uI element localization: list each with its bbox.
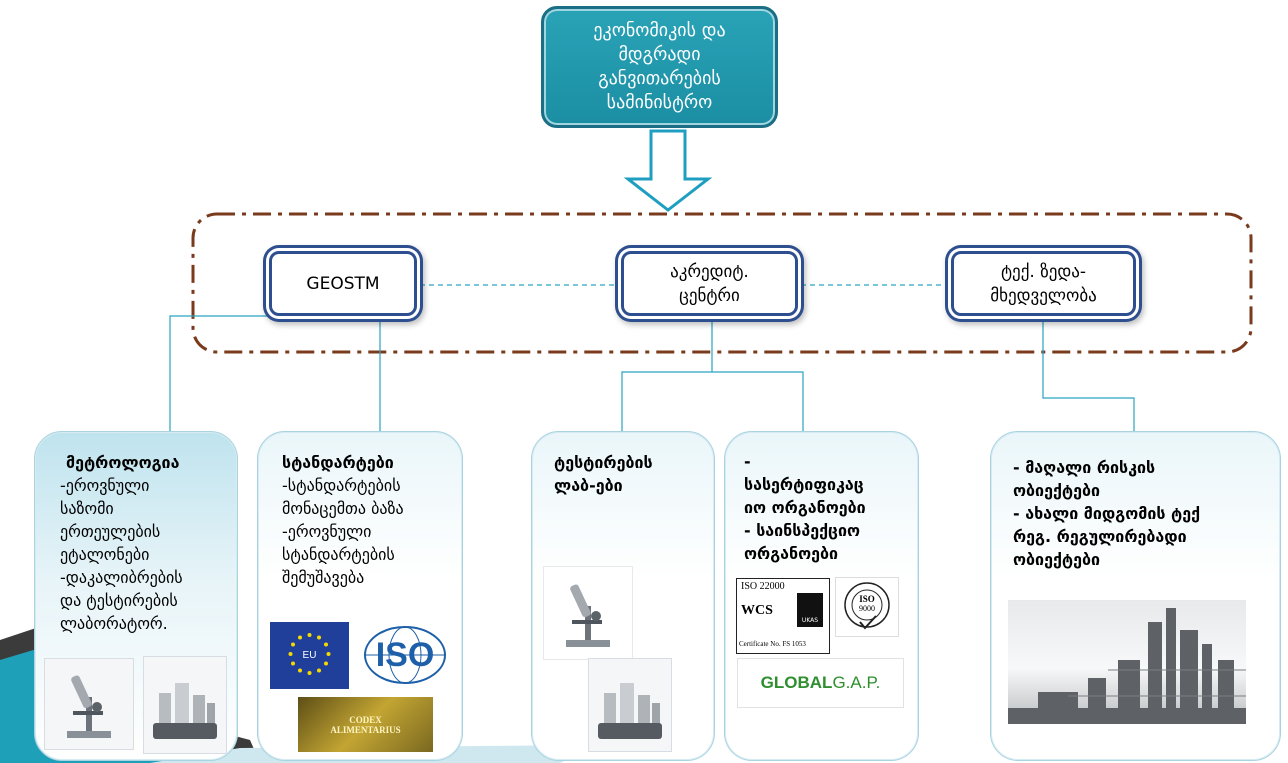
standards-line-3: -ეროვნული <box>282 522 372 541</box>
industrial-plant-image <box>1008 600 1246 724</box>
ministry-line-3: განვითარების <box>598 68 721 89</box>
weights-icon <box>598 683 662 739</box>
cert-line-2: სასერტიფიკაც <box>744 475 864 494</box>
microscope-image <box>44 658 134 750</box>
metrology-line-7: ლაბორატორ. <box>60 614 168 633</box>
metrology-text: მეტროლოგია -ეროვნული საზომი ერთეულების ე… <box>60 451 235 635</box>
standards-line-5: შემუშავება <box>282 568 365 587</box>
accred-line-1: აკრედიტ. <box>670 261 749 282</box>
risk-line-4: რეგ. რეგულირებადი <box>1013 527 1187 546</box>
risk-line-2: ობიექტები <box>1013 481 1100 500</box>
risk-text: - მაღალი რისკის ობიექტები - ახალი მიდგომ… <box>1013 456 1275 571</box>
standards-line-2: მონაცემთა ბაზა <box>282 499 404 518</box>
cert-line-1: - <box>744 452 751 471</box>
iso9000-seal-icon: ISO 9000 <box>844 582 890 630</box>
microscope-icon <box>67 675 111 738</box>
wcs-label: WCS <box>741 603 773 618</box>
metrology-line-5: -დაკალიბრების <box>60 568 183 587</box>
codex-line-1: CODEX <box>349 714 382 725</box>
eu-flag: EU <box>270 622 349 689</box>
tech-supervision-box: ტექ. ზედა- მხედველობა <box>951 251 1136 316</box>
standards-title: სტანდარტები <box>282 453 394 472</box>
cert-number: Certificate No. FS 1053 <box>739 640 806 648</box>
risk-line-3: - ახალი მიდგომის ტექ <box>1013 504 1201 523</box>
standards-text: სტანდარტები -სტანდარტების მონაცემთა ბაზა… <box>282 451 462 589</box>
risk-line-1: - მაღალი რისკის <box>1013 458 1156 477</box>
globalgap-label-b: G.A.P. <box>832 673 881 692</box>
standards-line-4: სტანდარტების <box>282 545 395 564</box>
iso-globe-icon: ISO <box>364 626 446 684</box>
iso-label: ISO <box>376 636 435 674</box>
testing-weights-image <box>588 658 672 752</box>
iso9000-line-1: ISO <box>859 594 875 604</box>
iso9000-logo: ISO 9000 <box>835 577 899 637</box>
iso22000-ukas-logo: ISO 22000 WCS UKAS Certificate No. FS 10… <box>736 578 830 654</box>
cert-line-3: იო ორგანოები <box>744 498 866 517</box>
weights-image <box>143 656 227 754</box>
microscope-icon <box>566 584 610 647</box>
accred-line-2: ცენტრი <box>679 285 740 306</box>
standards-line-1: -სტანდარტების <box>282 476 401 495</box>
tech-line-1: ტექ. ზედა- <box>1000 261 1087 282</box>
testing-line-1: ტესტირების <box>554 453 653 472</box>
risk-line-5: ობიექტები <box>1013 550 1100 569</box>
ministry-line-1: ეკონომიკის და <box>593 20 726 41</box>
testing-line-2: ლაბ-ები <box>554 476 623 495</box>
down-arrow <box>623 129 713 212</box>
cert-line-5: ორგანოები <box>744 544 839 563</box>
iso-logo: ISO <box>359 622 452 689</box>
ministry-line-4: სამინისტრო <box>606 92 713 113</box>
accreditation-box: აკრედიტ. ცენტრი <box>621 251 798 316</box>
eu-stars-icon: EU <box>288 633 331 675</box>
tech-line-2: მხედველობა <box>990 285 1097 306</box>
geostm-box: GEOSTM <box>269 251 417 316</box>
accred-branch <box>621 371 804 431</box>
ministry-line-2: მდგრადი <box>618 44 701 65</box>
iso9000-line-2: 9000 <box>859 604 875 613</box>
geostm-to-metrology <box>169 315 280 431</box>
ukas-mark: UKAS <box>797 593 823 627</box>
refinery-icon <box>1008 608 1246 724</box>
codex-line-2: ALIMENTARIUS <box>330 724 401 735</box>
dash-dot-frame <box>191 212 1253 354</box>
metrology-line-2: საზომი <box>60 499 114 518</box>
cert-line-4: - საინსპექციო <box>744 521 861 540</box>
metrology-line-4: ეტალონები <box>60 545 150 564</box>
certification-text: - სასერტიფიკაც იო ორგანოები - საინსპექცი… <box>744 450 916 565</box>
eu-label: EU <box>303 650 317 661</box>
metrology-line-1: -ეროვნული <box>60 476 150 495</box>
weights-icon <box>153 683 217 739</box>
ukas-label: UKAS <box>801 617 819 624</box>
geostm-label: GEOSTM <box>306 273 380 294</box>
iso22000-label: ISO 22000 <box>741 581 785 592</box>
metrology-title: მეტროლოგია <box>66 453 180 472</box>
tech-to-risk <box>1042 316 1135 431</box>
codex-logo: CODEX ALIMENTARIUS <box>298 697 433 752</box>
metrology-line-6: და ტესტირების <box>60 591 178 610</box>
ministry-box: ეკონომიკის და მდგრადი განვითარების სამინ… <box>541 6 778 128</box>
testing-microscope-image <box>543 566 633 660</box>
metrology-line-3: ერთეულების <box>60 522 161 541</box>
testing-text: ტესტირების ლაბ-ები <box>554 451 714 497</box>
globalgap-label-a: GLOBAL <box>760 673 833 692</box>
